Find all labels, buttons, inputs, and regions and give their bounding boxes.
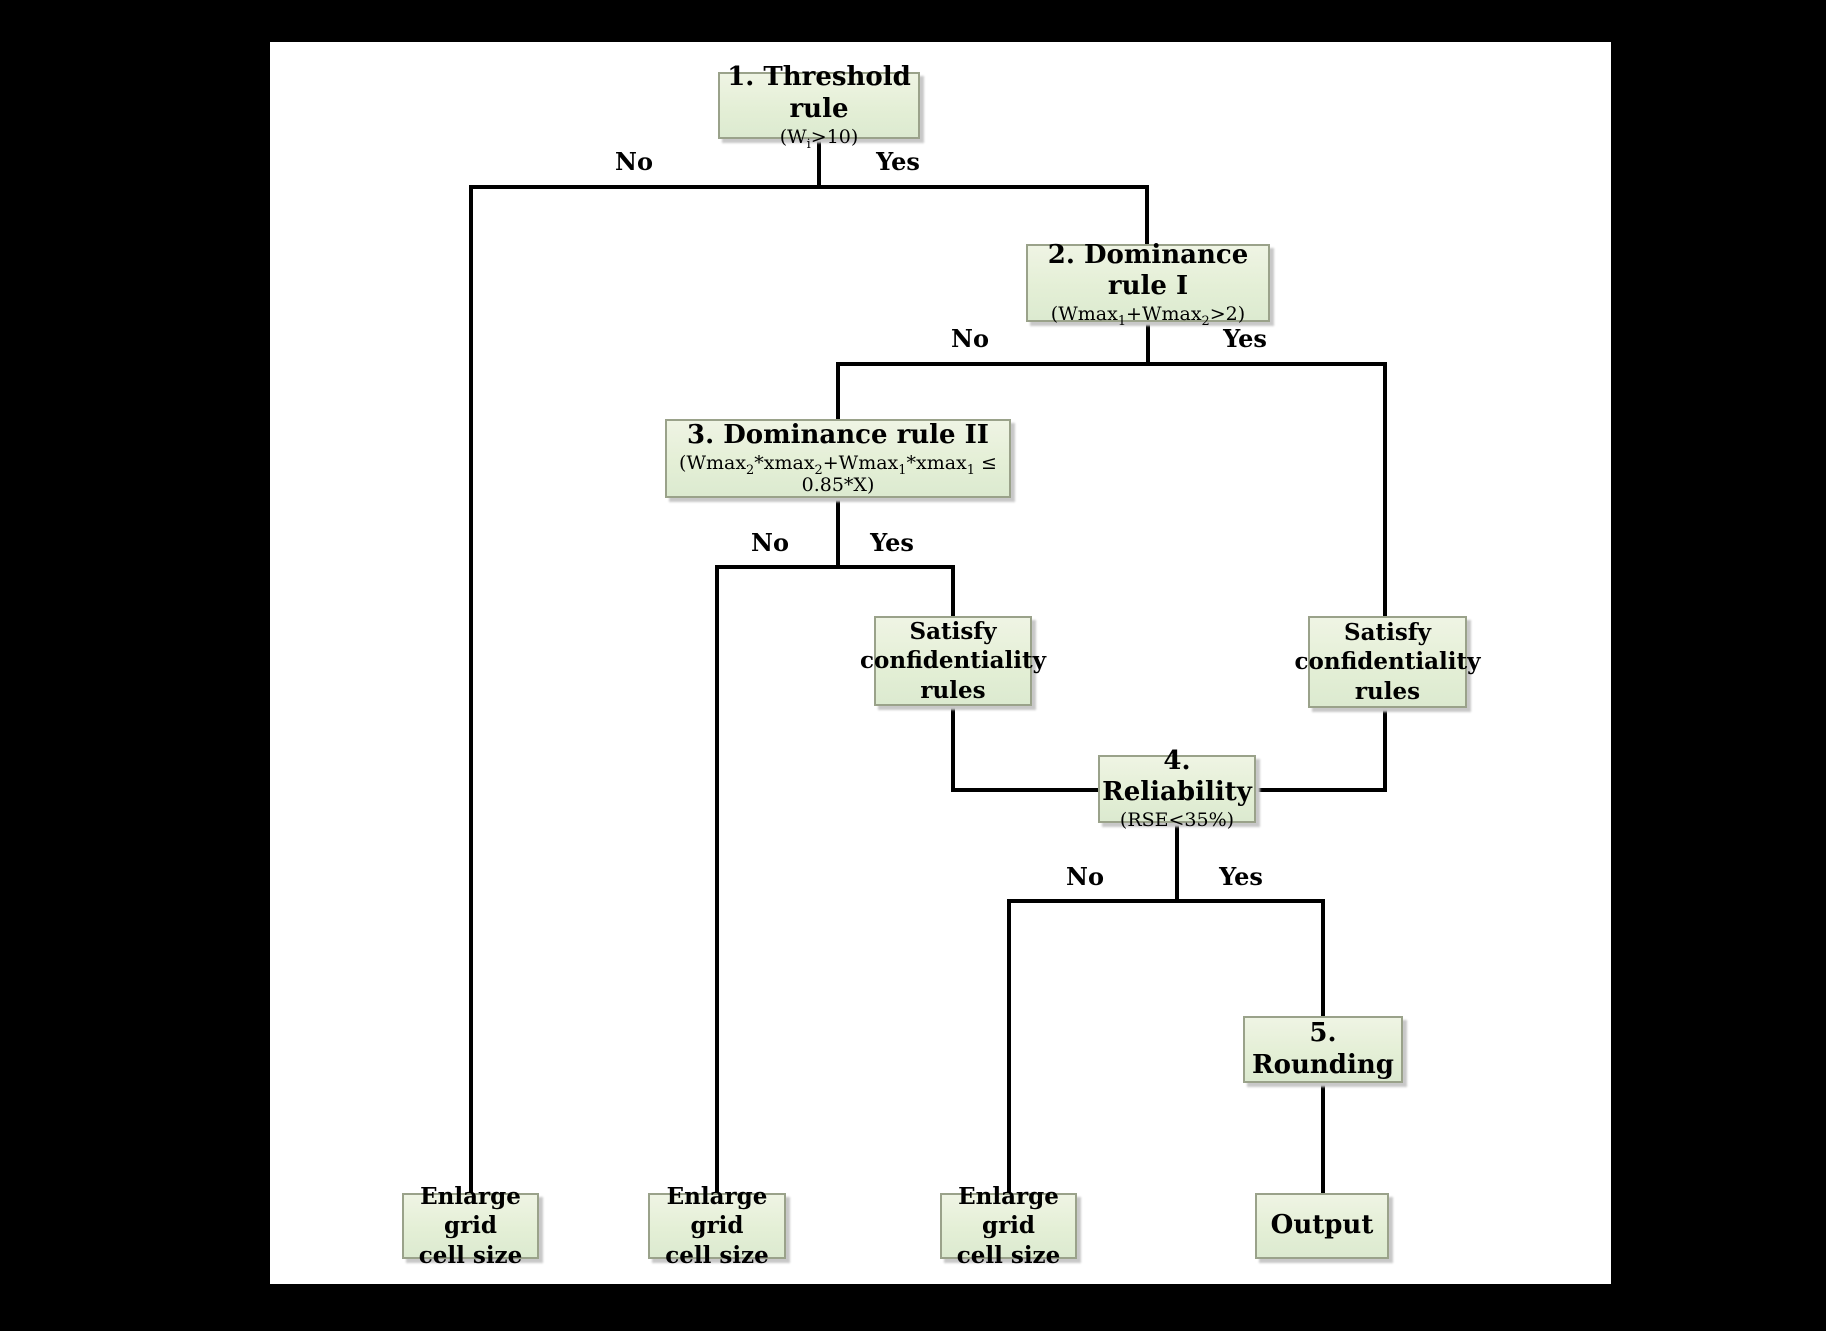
connector-dominance2-yes-drop bbox=[951, 565, 955, 618]
node-enlarge-grid-1: Enlarge grid cell size bbox=[402, 1183, 539, 1269]
node-reliability: 4. Reliability (RSE<35%) bbox=[1098, 746, 1256, 831]
node-enlarge-grid-2: Enlarge grid cell size bbox=[648, 1183, 786, 1269]
node-satisfy-confidentiality-right-title: Satisfy confidentiality rules bbox=[1294, 618, 1481, 705]
node-dominance-rule-1-title: 2. Dominance rule I bbox=[1047, 239, 1249, 302]
connector-threshold-yes-drop bbox=[1145, 185, 1149, 246]
branch-label-no-dominance1: No bbox=[951, 324, 989, 353]
connector-dominance2-stem bbox=[836, 498, 840, 569]
node-rounding-title: 5. Rounding bbox=[1252, 1018, 1394, 1080]
diagram-sheet: No Yes No Yes No Yes No Yes 1. Threshold… bbox=[270, 42, 1611, 1284]
node-rounding: 5. Rounding bbox=[1243, 1016, 1403, 1083]
connector-reliability-stem bbox=[1175, 823, 1179, 903]
node-dominance-rule-1-formula: (Wmax1+Wmax2>2) bbox=[1050, 303, 1246, 330]
branch-label-no-threshold: No bbox=[615, 147, 653, 176]
node-threshold-rule-formula: (Wi>10) bbox=[779, 125, 859, 152]
connector-satisfy-right-into-reliability bbox=[1254, 788, 1387, 792]
connector-dominance1-split bbox=[836, 362, 1387, 366]
branch-label-yes-dominance2: Yes bbox=[870, 528, 914, 557]
branch-label-yes-dominance1: Yes bbox=[1223, 324, 1267, 353]
node-enlarge-grid-3-title: Enlarge grid cell size bbox=[956, 1182, 1061, 1269]
node-reliability-title: 4. Reliability bbox=[1102, 745, 1252, 808]
node-dominance-rule-2-title: 3. Dominance rule II bbox=[687, 420, 989, 451]
node-enlarge-grid-1-title: Enlarge grid cell size bbox=[418, 1182, 523, 1269]
node-dominance-rule-2-formula: (Wmax2*xmax2+Wmax1*xmax1 ≤ 0.85*X) bbox=[679, 452, 997, 497]
connector-satisfy-left-drop bbox=[951, 704, 955, 792]
connector-dominance2-split bbox=[715, 565, 955, 569]
node-enlarge-grid-2-title: Enlarge grid cell size bbox=[665, 1182, 769, 1269]
connector-reliability-yes-drop bbox=[1321, 899, 1325, 1016]
node-satisfy-confidentiality-left: Satisfy confidentiality rules bbox=[860, 616, 1046, 706]
node-output-title: Output bbox=[1270, 1210, 1374, 1241]
connector-dominance1-yes-drop bbox=[1383, 362, 1387, 618]
connector-reliability-split bbox=[1007, 899, 1325, 903]
node-reliability-formula: (RSE<35%) bbox=[1119, 809, 1235, 832]
node-dominance-rule-1: 2. Dominance rule I (Wmax1+Wmax2>2) bbox=[1026, 240, 1270, 328]
connector-satisfy-left-into-reliability bbox=[951, 788, 1100, 792]
node-satisfy-confidentiality-right: Satisfy confidentiality rules bbox=[1295, 616, 1480, 708]
connector-threshold-stem bbox=[817, 139, 821, 187]
node-threshold-rule-title: 1. Threshold rule bbox=[727, 62, 911, 124]
node-satisfy-confidentiality-left-title: Satisfy confidentiality rules bbox=[860, 617, 1046, 704]
branch-label-no-reliability: No bbox=[1066, 862, 1104, 891]
branch-label-yes-threshold: Yes bbox=[876, 147, 920, 176]
connector-dominance2-no-drop bbox=[715, 565, 719, 1193]
node-dominance-rule-2: 3. Dominance rule II (Wmax2*xmax2+Wmax1*… bbox=[665, 419, 1011, 498]
node-threshold-rule: 1. Threshold rule (Wi>10) bbox=[718, 62, 920, 151]
branch-label-yes-reliability: Yes bbox=[1219, 862, 1263, 891]
connector-dominance1-stem bbox=[1146, 322, 1150, 364]
node-enlarge-grid-3: Enlarge grid cell size bbox=[940, 1183, 1077, 1269]
connector-threshold-split bbox=[469, 185, 1149, 189]
connector-threshold-no-drop bbox=[469, 185, 473, 1193]
branch-label-no-dominance2: No bbox=[751, 528, 789, 557]
connector-satisfy-right-drop bbox=[1383, 706, 1387, 792]
connector-rounding-to-output bbox=[1321, 1083, 1325, 1193]
node-output: Output bbox=[1255, 1193, 1389, 1259]
connector-dominance1-no-drop bbox=[836, 362, 840, 421]
connector-reliability-no-drop bbox=[1007, 899, 1011, 1193]
